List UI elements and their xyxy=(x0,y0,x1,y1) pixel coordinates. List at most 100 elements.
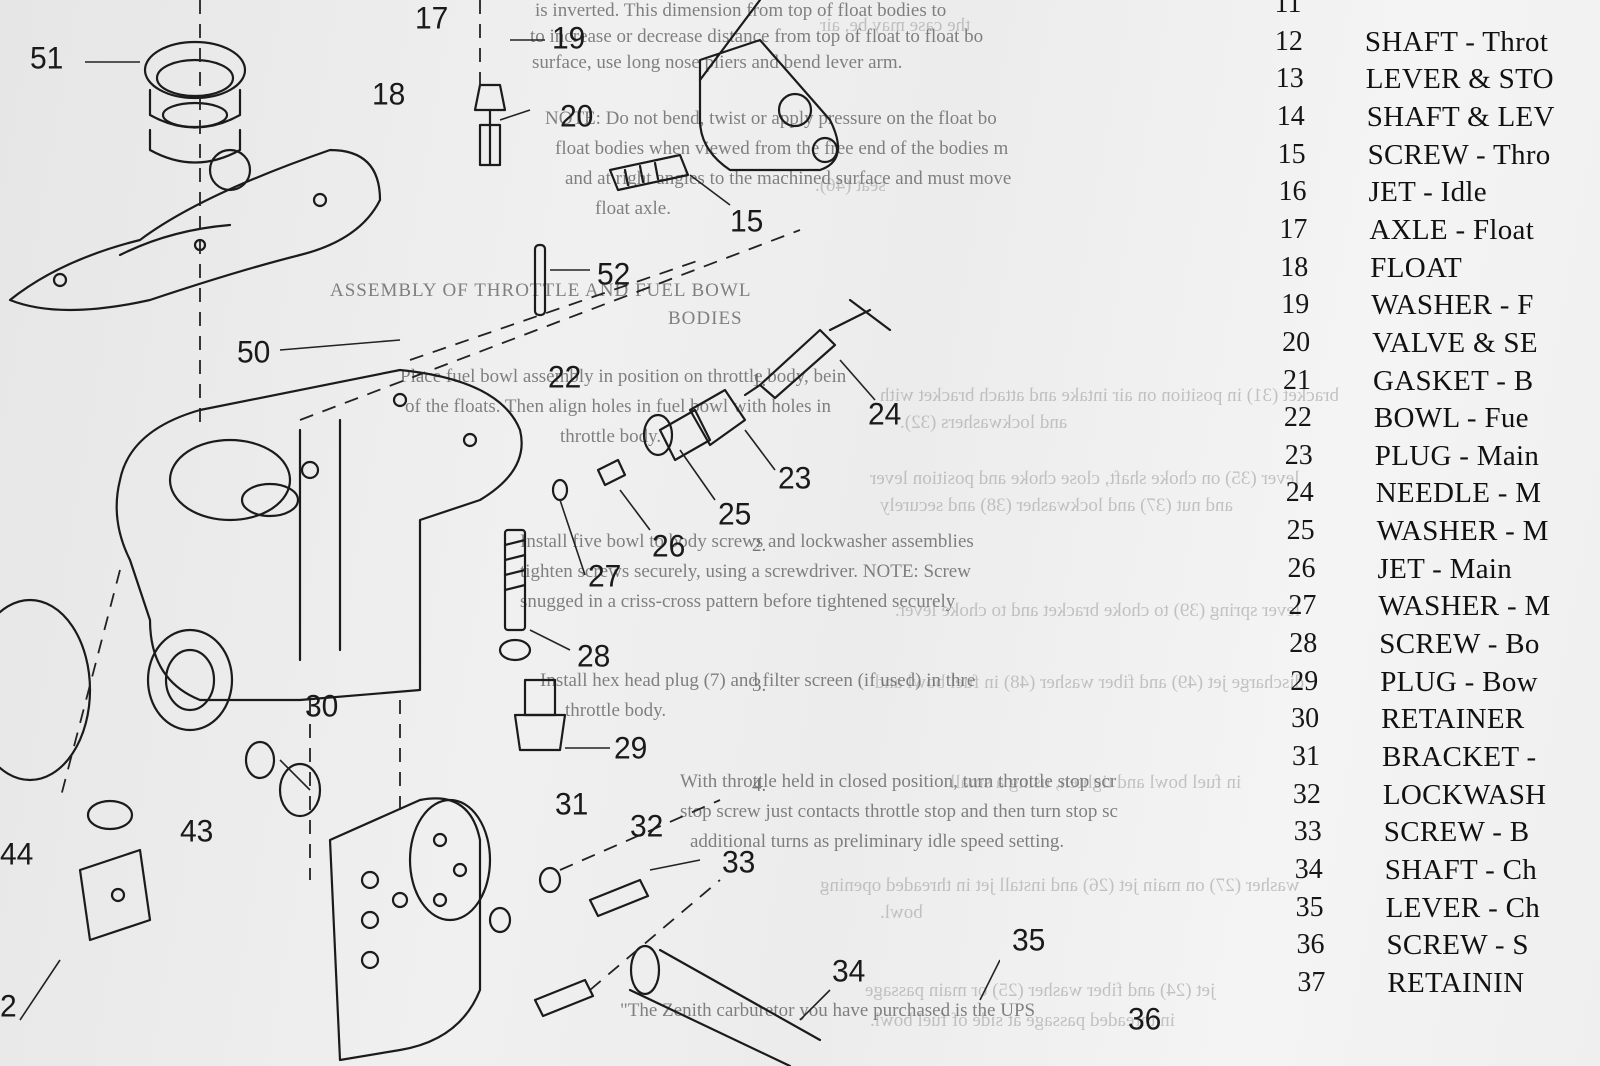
part-description: LEVER & STO xyxy=(1365,63,1554,96)
part-number: 19 xyxy=(1281,289,1310,321)
valve-seat-part xyxy=(473,83,507,167)
callout-label: 18 xyxy=(372,77,406,112)
callout-label: 52 xyxy=(597,257,631,292)
throttle-lever-part xyxy=(698,0,840,172)
part-description: LOCKWASH xyxy=(1382,778,1547,811)
part-number: 15 xyxy=(1277,138,1306,170)
part-number: 17 xyxy=(1279,213,1308,245)
section-heading: ASSEMBLY OF THROTTLE AND FUEL BOWL xyxy=(330,280,752,301)
plug-29-part xyxy=(513,678,567,752)
part-description: VALVE & SE xyxy=(1372,326,1538,359)
callout-label: 22 xyxy=(548,360,582,395)
part-description: JET - Idle xyxy=(1368,176,1487,209)
part-description: SHAFT - Ch xyxy=(1384,853,1538,886)
part-description: PLUG - Bow xyxy=(1380,665,1538,698)
part-description: BRACKET - xyxy=(1382,741,1537,773)
part-number: 29 xyxy=(1290,665,1319,697)
step-number: 4. xyxy=(752,775,767,796)
screw-15-part xyxy=(608,153,690,192)
part-number: 31 xyxy=(1292,741,1320,772)
part-number: 37 xyxy=(1297,966,1326,998)
part-description: SCREW - S xyxy=(1386,929,1529,962)
callout-label: 33 xyxy=(722,845,756,880)
part-number: 14 xyxy=(1276,100,1305,132)
instruction-line: throttle body. xyxy=(560,426,662,447)
callout-label: 43 xyxy=(180,814,214,849)
callout-label: 30 xyxy=(305,689,339,724)
callout-label: 26 xyxy=(652,529,686,564)
plug-23-part xyxy=(658,388,747,462)
instruction-line: additional turns as preliminary idle spe… xyxy=(690,831,1065,852)
part-number: 35 xyxy=(1295,891,1324,923)
washer-31-part xyxy=(244,740,276,780)
part-number: 23 xyxy=(1284,439,1313,471)
instruction-line: With throttle held in closed position, t… xyxy=(680,771,1117,792)
part-number: 21 xyxy=(1283,364,1311,396)
callout-label: 2 xyxy=(0,989,17,1024)
part-number: 30 xyxy=(1291,703,1320,735)
section-heading-2: BODIES xyxy=(668,308,743,329)
part-number: 12 xyxy=(1274,25,1303,57)
callout-label: 29 xyxy=(614,731,648,766)
part-description: SHAFT & LEV xyxy=(1366,100,1555,133)
callout-label: 25 xyxy=(718,497,752,532)
callout-label: 35 xyxy=(1012,923,1046,958)
instruction-line: surface, use long nose pliers and bend l… xyxy=(532,52,903,73)
screw-28-part xyxy=(498,528,532,662)
callout-label: 27 xyxy=(588,559,622,594)
part-description: SCREW - B xyxy=(1383,816,1530,849)
part-number: 26 xyxy=(1287,552,1316,584)
step-number: 2. xyxy=(752,535,767,556)
part-number: 18 xyxy=(1280,251,1309,283)
part-number: 11 xyxy=(1274,0,1302,19)
callout-label: 32 xyxy=(630,809,664,844)
part-description: WASHER - F xyxy=(1371,289,1534,322)
step-number: 1. xyxy=(752,370,767,391)
callout-label: 24 xyxy=(868,397,902,432)
part-description: LEVER - Ch xyxy=(1385,891,1541,924)
instruction-line: tighten screws securely, using a screwdr… xyxy=(520,561,971,582)
part-number: 28 xyxy=(1289,628,1318,660)
choke-shaft-part xyxy=(628,944,822,1066)
instruction-line: to increase or decrease distance from to… xyxy=(530,26,984,47)
callout-label: 34 xyxy=(832,954,866,989)
instruction-line: is inverted. This dimension from top of … xyxy=(535,0,947,21)
ring-gasket-part xyxy=(0,598,92,782)
bracket-part xyxy=(328,797,492,1062)
part-description: RETAININ xyxy=(1387,966,1525,999)
part-number: 22 xyxy=(1283,402,1312,434)
washer-25-part xyxy=(642,413,674,457)
screw-33-part xyxy=(488,866,650,1018)
part-number: 24 xyxy=(1285,477,1314,509)
callout-label: 36 xyxy=(1128,1002,1162,1037)
part-number: 13 xyxy=(1275,63,1304,95)
callout-label: 28 xyxy=(577,639,611,674)
filter-part xyxy=(86,799,134,831)
instruction-line: Install five bowl to body screws and loc… xyxy=(520,531,974,552)
callout-label: 20 xyxy=(560,99,594,134)
jet-26-part xyxy=(596,458,627,487)
step-number: 3. xyxy=(752,675,767,696)
part-description: NEEDLE - M xyxy=(1375,477,1542,510)
instruction-line: Install hex head plug (7) and filter scr… xyxy=(540,670,976,691)
callout-label: 50 xyxy=(237,335,271,370)
part-number: 20 xyxy=(1282,326,1311,358)
callout-label: 44 xyxy=(0,837,34,872)
part-description: FLOAT xyxy=(1370,251,1463,284)
part-number: 16 xyxy=(1278,176,1307,208)
instruction-line: and at right angles to the machined surf… xyxy=(565,168,1012,189)
instruction-line: float axle. xyxy=(595,198,671,219)
washer-27-part xyxy=(551,478,569,502)
part-description: AXLE - Float xyxy=(1369,213,1535,246)
part-description: SCREW - Bo xyxy=(1379,628,1540,661)
part-description: PLUG - Main xyxy=(1374,439,1540,472)
callout-label: 31 xyxy=(555,787,589,822)
instruction-line: throttle body. xyxy=(565,700,667,721)
part-description: WASHER - M xyxy=(1378,590,1551,623)
part-number: 34 xyxy=(1294,853,1323,885)
instruction-line: "The Zenith carburetor you have purchase… xyxy=(620,1000,1036,1021)
part-number: 25 xyxy=(1286,515,1315,547)
needle-part xyxy=(743,298,892,400)
